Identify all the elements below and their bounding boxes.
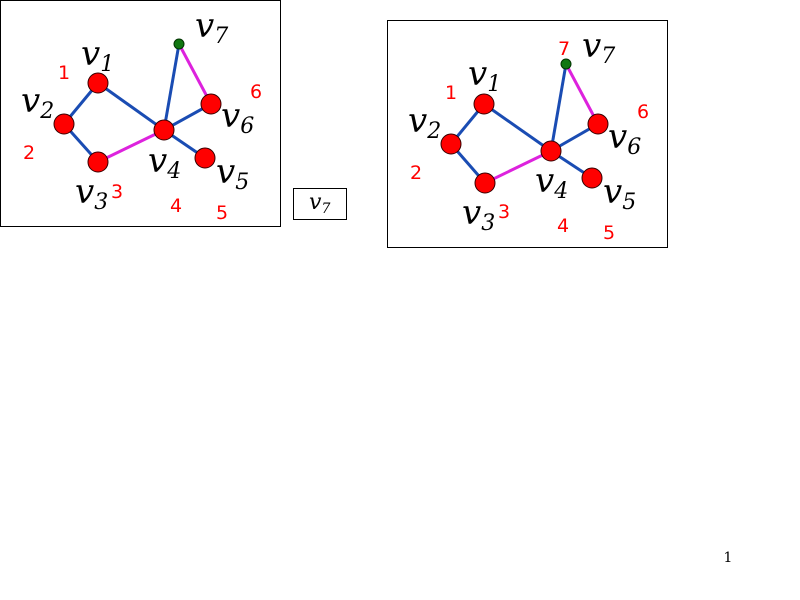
vertex-label-v2: v2 <box>408 101 441 144</box>
order-label-1: 1 <box>58 62 70 84</box>
order-label-2: 2 <box>410 162 422 184</box>
vertex-v3 <box>87 151 109 173</box>
order-label-5: 5 <box>216 202 228 224</box>
order-label-1: 1 <box>445 82 457 104</box>
vertex-v2 <box>53 113 75 135</box>
edge-v3-v4 <box>97 128 165 164</box>
edge-v6-v7 <box>564 63 600 125</box>
vertex-label-v4: v4 <box>148 141 181 184</box>
vertex-label-v5: v5 <box>603 172 636 215</box>
vertex-v1 <box>87 72 109 94</box>
graph-left-svg: v1 v2 v3 v4 v5 v6 v7 1 2 3 4 5 6 <box>21 6 262 224</box>
order-label-4: 4 <box>170 195 182 217</box>
edge-v4-v7 <box>549 63 568 152</box>
page-number: 1 <box>723 550 733 566</box>
order-label-6: 6 <box>637 101 649 123</box>
vertex-v3 <box>474 172 496 194</box>
graph-right-svg: v1 v2 v3 v4 v5 v6 v7 1 2 3 4 5 6 7 <box>408 26 649 244</box>
vertex-label-v2: v2 <box>21 81 54 124</box>
edge-v1-v4 <box>483 102 552 153</box>
vertex-label-v5: v5 <box>216 152 249 195</box>
edge-v1-v4 <box>97 81 165 132</box>
vertex-v7 <box>560 58 572 70</box>
order-label-2: 2 <box>23 142 35 164</box>
edge-v4-v7 <box>162 43 181 131</box>
order-label-6: 6 <box>250 81 262 103</box>
graph-panel-right: v1 v2 v3 v4 v5 v6 v7 1 2 3 4 5 6 7 <box>387 20 668 248</box>
edge-v3-v4 <box>484 149 552 185</box>
vertex-v6 <box>200 93 222 115</box>
vertex-label-v3: v3 <box>75 172 108 215</box>
vertex-v1 <box>473 93 495 115</box>
vertex-label-v4: v4 <box>535 161 568 204</box>
order-label-7: 7 <box>558 38 570 60</box>
vertex-label-v6: v6 <box>608 117 641 160</box>
vertex-label-v1: v1 <box>468 54 501 97</box>
vertex-v6 <box>587 113 609 135</box>
vertex-v4 <box>153 119 175 141</box>
edge-v6-v7 <box>177 43 213 105</box>
vertex-v2 <box>440 133 462 155</box>
vertex-v5 <box>581 167 603 189</box>
vertex-label-v7: v7 <box>195 6 228 49</box>
order-label-5: 5 <box>603 222 615 244</box>
vertex-label-v3: v3 <box>462 193 495 236</box>
graph-panel-left: v1 v2 v3 v4 v5 v6 v7 1 2 3 4 5 6 <box>0 0 281 227</box>
vertex-v7 <box>173 38 185 50</box>
v7-box-label: v7 <box>309 190 330 217</box>
order-label-3: 3 <box>111 181 123 203</box>
vertex-label-v1: v1 <box>81 34 114 77</box>
order-label-4: 4 <box>557 215 569 237</box>
order-label-3: 3 <box>498 201 510 223</box>
vertex-v5 <box>194 147 216 169</box>
vertex-v4 <box>540 140 562 162</box>
v7-box: v7 <box>293 188 347 220</box>
vertex-label-v7: v7 <box>582 26 615 69</box>
